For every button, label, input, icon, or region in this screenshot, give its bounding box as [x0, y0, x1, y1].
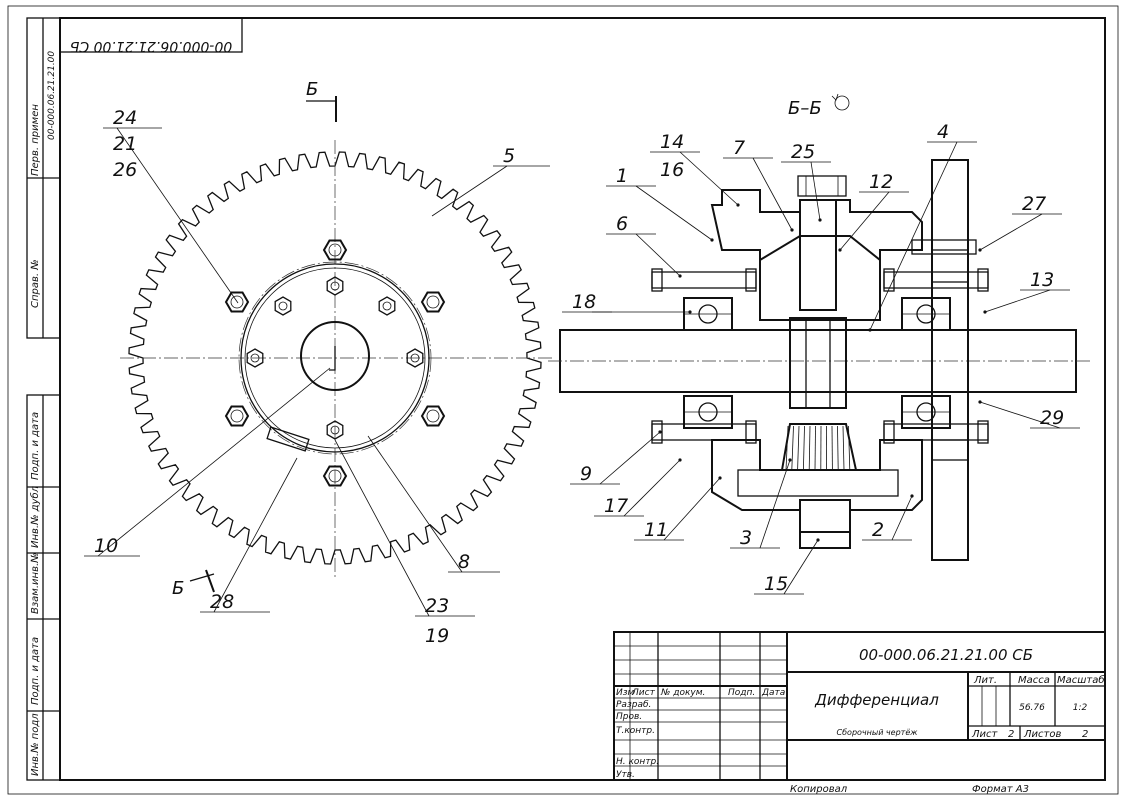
tb-row-tkontr: Т.контр.: [616, 726, 655, 736]
housing: [712, 190, 922, 320]
gear-front-view: [120, 140, 555, 580]
callout-25: 25: [791, 141, 815, 163]
callout-1: 1: [616, 165, 628, 187]
sprav-label: Справ. №: [30, 259, 41, 308]
rotated-sign: [835, 96, 849, 110]
callout-21: 21: [113, 133, 137, 155]
tb-mass-value: 56.76: [1019, 703, 1045, 713]
callout-13: 13: [1030, 269, 1054, 291]
callout-17: 17: [604, 495, 628, 517]
section-label: Б–Б: [788, 98, 822, 119]
section-view: Б–Б: [548, 94, 1090, 560]
housing-lower: [712, 440, 922, 532]
callout-28: 28: [210, 591, 234, 613]
tb-hdr-podp: Подп.: [728, 688, 755, 698]
callout-3: 3: [740, 527, 752, 549]
tb-doc-type: Сборочный чертёж: [837, 728, 919, 737]
tb-lit-label: Лит.: [973, 675, 997, 686]
callout-19: 19: [425, 625, 449, 647]
callout-7: 7: [733, 137, 745, 159]
cut-marker-top: Б: [306, 79, 336, 122]
tb-sheet-value: 2: [1008, 729, 1014, 740]
tb-sheets-label: Листов: [1023, 729, 1061, 740]
outer-frame: [8, 6, 1118, 794]
tb-hdr-data: Дата: [761, 688, 785, 698]
tb-hdr-doc: № докум.: [660, 688, 705, 698]
tb-hdr-list: Лист: [631, 688, 656, 698]
bevel-gear-upper: [760, 236, 880, 320]
tb-designation: 00-000.06.21.21.00 СБ: [859, 646, 1033, 664]
top-bolt: [798, 176, 846, 196]
tb-row-razrab: Разраб.: [616, 700, 651, 710]
callout-8: 8: [458, 551, 470, 573]
callout-18: 18: [572, 291, 596, 313]
housing-inner-cut: [738, 470, 898, 496]
callout-10: 10: [94, 535, 118, 557]
section-bolts: [652, 269, 988, 443]
tb-sheet-label: Лист: [971, 729, 999, 740]
cut-marker-bottom: Б: [172, 570, 214, 599]
tb-sheets-value: 2: [1082, 729, 1088, 740]
callout-16: 16: [660, 159, 684, 181]
svg-text:Б: Б: [172, 578, 184, 599]
gear-rim-section: [932, 160, 968, 560]
bevel-teeth: [786, 426, 850, 470]
leader-lines: [84, 128, 1080, 616]
callout-24: 24: [113, 107, 137, 129]
tb-name: Дифференциал: [814, 691, 939, 709]
vzam-inv-label: Взам.инв.№: [30, 552, 41, 614]
spider-pin: [800, 200, 836, 310]
title-block: Изм Лист № докум. Подп. Дата Разраб. Про…: [614, 632, 1105, 795]
callout-14: 14: [660, 131, 684, 153]
tb-scale-value: 1:2: [1073, 703, 1088, 713]
side-strip: Перв. примен 00-000.06.21.21.00 Справ. №…: [27, 18, 60, 780]
callout-9: 9: [580, 463, 592, 485]
tb-row-utv: Утв.: [616, 770, 635, 780]
perv-primen-label: Перв. примен: [30, 104, 41, 176]
callout-12: 12: [869, 171, 893, 193]
inv-podl-label: Инв.№ подл: [30, 713, 41, 776]
tb-row-prov: Пров.: [616, 712, 642, 722]
tb-format: Формат A3: [972, 784, 1029, 795]
callout-6: 6: [616, 213, 628, 235]
callout-5: 5: [503, 145, 515, 167]
perv-primen-value: 00-000.06.21.21.00: [47, 51, 57, 140]
podp-data-label-2: Подп. и дата: [30, 637, 41, 705]
callout-23: 23: [425, 595, 449, 617]
callout-26: 26: [113, 159, 137, 181]
tb-row-nkontr: Н. контр.: [616, 757, 659, 767]
top-stamp: 00-000.06.21.21.00 СБ: [60, 18, 242, 54]
tb-scale-label: Масштаб: [1057, 674, 1105, 686]
callout-2: 2: [872, 519, 884, 541]
top-stamp-text: 00-000.06.21.21.00 СБ: [70, 38, 232, 54]
axle-pin: [790, 318, 846, 408]
podp-data-label-1: Подп. и дата: [30, 412, 41, 480]
callout-11: 11: [644, 519, 668, 541]
callout-27: 27: [1022, 193, 1046, 215]
callout-15: 15: [764, 573, 788, 595]
callout-4: 4: [937, 121, 949, 143]
output-flange: [800, 500, 850, 548]
callout-29: 29: [1040, 407, 1064, 429]
tb-copied: Копировал: [790, 784, 848, 795]
tb-mass-label: Масса: [1018, 675, 1050, 686]
inv-dubl-label: Инв.№ дубл: [29, 485, 41, 548]
svg-text:Б: Б: [306, 79, 318, 100]
